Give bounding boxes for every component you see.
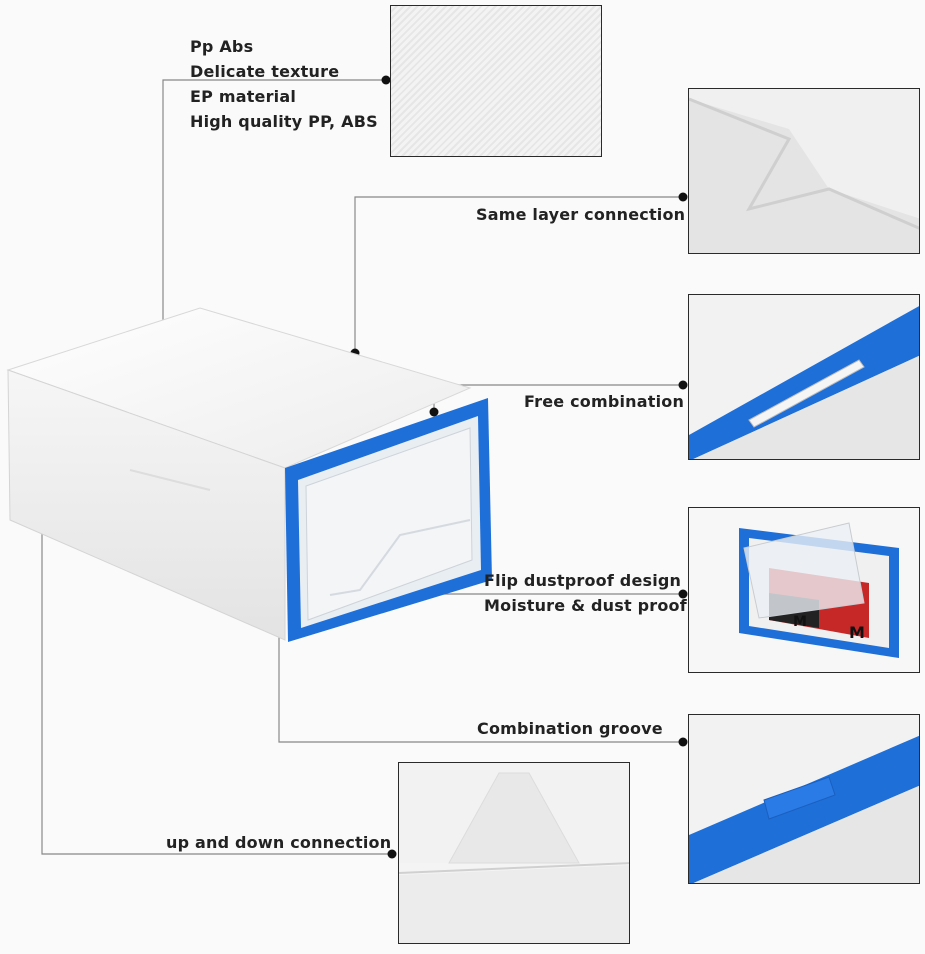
same-layer-inset — [688, 88, 920, 254]
dot — [387, 849, 397, 859]
dot — [678, 192, 688, 202]
texture-inset — [390, 5, 602, 157]
free-combination-label: Free combination — [524, 392, 685, 411]
flip-label: Flip dustproof design Moisture & dust pr… — [484, 568, 687, 618]
flip-line: Moisture & dust proof — [484, 596, 687, 615]
connector-material — [162, 79, 386, 363]
updown-connection-inset — [398, 762, 630, 944]
material-label: Pp Abs Delicate texture EP material High… — [190, 34, 378, 134]
flip-line: Flip dustproof design — [484, 571, 682, 590]
connector-updown — [41, 430, 392, 855]
inset-brand-text: M — [793, 614, 807, 630]
same-layer-label: Same layer connection — [476, 205, 686, 224]
free-combination-inset — [688, 294, 920, 460]
dot — [678, 589, 688, 599]
updown-label: up and down connection — [166, 833, 392, 852]
connector-same-layer — [354, 196, 683, 353]
material-line: Pp Abs — [190, 37, 254, 56]
dot — [429, 407, 439, 417]
connector-groove — [278, 606, 683, 743]
dot — [678, 380, 688, 390]
combination-groove-inset — [688, 714, 920, 884]
material-line: EP material — [190, 87, 297, 106]
dot — [381, 75, 391, 85]
groove-label: Combination groove — [477, 719, 663, 738]
material-line: High quality PP, ABS — [190, 112, 378, 131]
inset-brand-text: M — [849, 623, 865, 642]
dot — [678, 737, 688, 747]
flip-dustproof-inset: M M — [688, 507, 920, 673]
material-line: Delicate texture — [190, 62, 340, 81]
shoe-box-illustration — [6, 307, 492, 642]
